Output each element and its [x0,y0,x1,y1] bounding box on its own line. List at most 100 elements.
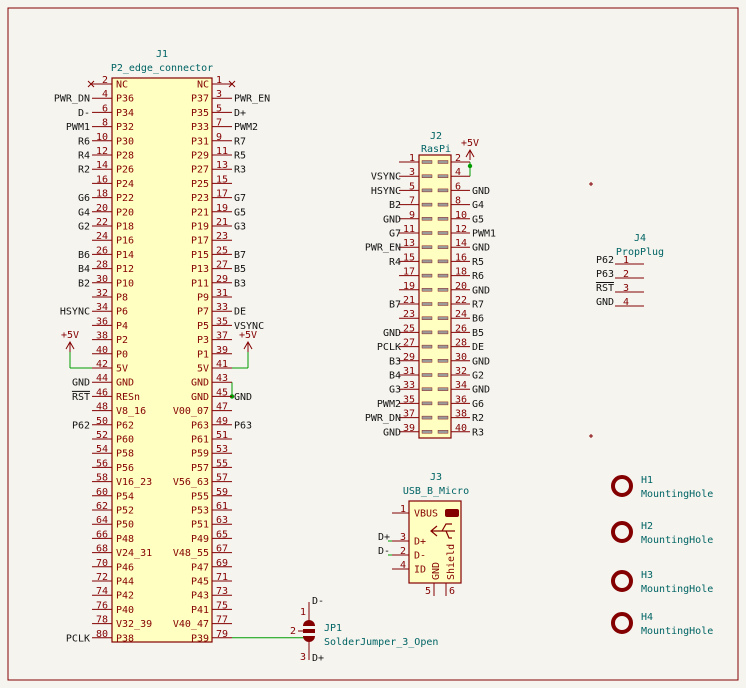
j1-pin-name: P32 [116,122,134,133]
j1-pin-name: P43 [191,591,209,602]
j1-body [111,77,213,643]
j2-pin-number: 5 [409,181,415,192]
connector-j2[interactable]: J2RasPi13VSYNC5HSYNC7B29GND11G713PWR_EN1… [365,131,496,439]
j1-pin-name: P8 [116,293,128,304]
j2-pin-number: 3 [409,167,415,178]
j4-pin-number: 2 [623,269,629,280]
j1-net-label: GND [234,392,252,403]
j1-net-label: R3 [234,165,246,176]
j2-pin-pad [421,160,433,164]
j3-net-label: D- [378,546,390,557]
j2-pin-pad [437,245,449,249]
j1-pin-name: P27 [191,165,209,176]
j1-pin-name: P2 [116,335,128,346]
j1-pin-name: P12 [116,264,134,275]
j2-pin-pad [421,430,433,434]
j1-pin-name: P63 [191,420,209,431]
j1-pin-name: P18 [116,222,134,233]
mounting-hole-icon [611,570,633,592]
j1-pin-number: 7 [216,118,222,129]
j1-pin-name: P31 [191,136,209,147]
j2-pin-number: 33 [403,380,415,391]
j1-net-label: PWR_DN [54,94,90,105]
j1-pin-number: 67 [216,544,228,555]
j2-pin-number: 25 [403,323,415,334]
j2-pin-number: 22 [455,295,467,306]
jp1-pin-number: 2 [290,626,296,637]
jp1-net-label: D- [312,596,324,607]
j1-pin-number: 20 [96,203,108,214]
j1-right-5v-label: +5V [239,330,257,341]
j1-pin-name: P36 [116,94,134,105]
j2-pin-pad [421,401,433,406]
j2-net-label: G6 [472,399,484,410]
j1-pin-number: 11 [216,146,228,157]
j3-pin-number: 2 [400,546,406,557]
mounting-hole-icon [611,475,633,497]
j1-pin-name: P44 [116,577,134,588]
j1-net-label: PWM1 [66,122,90,133]
j2-pin-pad [437,330,449,335]
j1-pin-number: 33 [216,302,228,313]
mounting-holes[interactable]: H1MountingHoleH2MountingHoleH3MountingHo… [611,475,713,637]
j2-pin-pad [437,430,449,434]
j2-pin-number: 7 [409,196,415,207]
j4-net-label: P63 [596,269,614,280]
j1-pin-number: 37 [216,331,228,342]
j1-pin-number: 6 [102,103,108,114]
j1-pin-number: 79 [216,629,228,640]
j1-net-label: PWR_EN [234,94,270,105]
j1-pin-number: 49 [216,416,228,427]
j1-pin-number: 32 [96,288,108,299]
j3-pin-number: 4 [400,560,406,571]
jp1-pin-number: 3 [300,652,306,663]
j4-net-label: RST [596,283,614,294]
j2-pin-pad [421,245,433,249]
j1-pin-name: P29 [191,151,209,162]
j1-net-label: G6 [78,193,90,204]
j2-pin-number: 32 [455,366,467,377]
j1-pin-number: 59 [216,487,228,498]
j1-pin-name: V48_55 [173,548,209,559]
j2-net-label: PCLK [377,342,401,353]
mounting-hole-ref: H1 [641,475,653,486]
j2-net-label: GND [472,385,490,396]
j1-pin-name: P5 [197,321,209,332]
j1-net-label: R5 [234,151,246,162]
j3-pin-name: VBUS [414,509,438,520]
j1-pin-number: 72 [96,572,108,583]
j2-pin-number: 19 [403,281,415,292]
j2-pin-pad [421,359,433,363]
j1-pin-name: P30 [116,136,134,147]
j2-pin-pad [421,288,433,292]
j2-net-label: PWM2 [377,399,401,410]
j1-pin-number: 73 [216,586,228,597]
j2-pin-pad [421,217,433,221]
jp1-net-label: D+ [312,653,324,664]
j1-pin-name: P45 [191,577,209,588]
j1-net-label: DE [234,307,246,318]
j2-net-label: GND [472,356,490,367]
j1-pin-name: V00_07 [173,406,209,417]
j1-pin-number: 71 [216,572,228,583]
j2-net-label: GND [383,214,401,225]
j1-pin-name: P58 [116,449,134,460]
j4-net-label: P62 [596,255,614,266]
j2-pin-pad [421,273,433,278]
j1-pin-number: 40 [96,345,108,356]
j1-net-label: D+ [234,108,246,119]
j1-pin-number: 34 [96,302,108,313]
j2-pin-pad [437,160,449,164]
j1-pin-number: 18 [96,189,108,200]
j1-pin-name: V56_63 [173,477,209,488]
j2-pin-number: 15 [403,252,415,263]
j1-pin-name: P46 [116,562,134,573]
j1-pin-name: V40_47 [173,619,209,630]
j1-pin-name: P39 [191,633,209,644]
j1-pin-number: 10 [96,132,108,143]
j1-pin-number: 45 [216,387,228,398]
